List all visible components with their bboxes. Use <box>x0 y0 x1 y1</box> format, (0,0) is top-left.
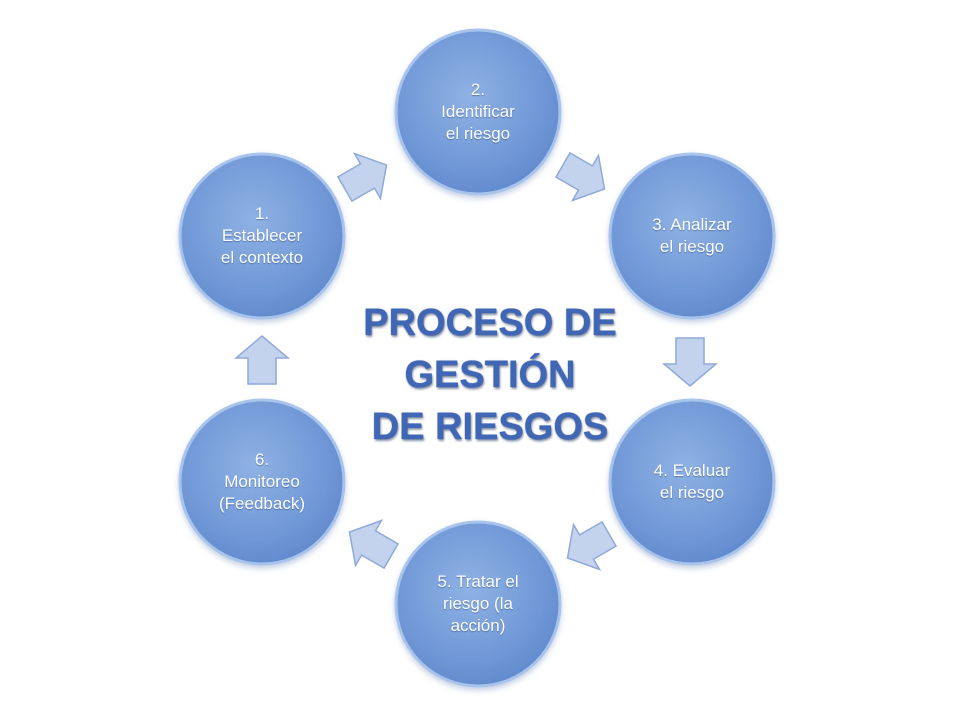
flow-arrow-5 <box>348 519 400 570</box>
step-2-label: 2. Identificar el riesgo <box>441 80 515 143</box>
step-6-label: 6. Monitoreo (Feedback) <box>219 450 305 513</box>
center-title: PROCESO DE GESTIÓN DE RIESGOS <box>300 290 680 460</box>
step-3-label: 3. Analizar el riesgo <box>652 215 732 256</box>
step-1-label: 1. Establecer el contexto <box>220 204 304 267</box>
step-4-circle <box>608 398 776 566</box>
step-2-circle <box>394 28 562 196</box>
title-line-2: GESTIÓN <box>404 354 576 396</box>
title-line-1: PROCESO DE <box>363 302 617 344</box>
flow-arrow-6 <box>233 335 291 385</box>
flow-arrow-4 <box>566 520 618 571</box>
flow-arrow-2 <box>554 151 606 202</box>
step-4-label: 4. Evaluar el riesgo <box>653 461 731 502</box>
flow-arrow-1 <box>336 152 388 203</box>
title-line-3: DE RIESGOS <box>371 406 609 448</box>
step-6-circle <box>178 398 346 566</box>
flow-arrow-3 <box>661 337 719 387</box>
step-3-circle <box>608 152 776 320</box>
step-1-circle <box>178 152 346 320</box>
step-5-circle <box>394 520 562 688</box>
step-5-label: 5. Tratar el riesgo (la acción) <box>437 572 519 635</box>
